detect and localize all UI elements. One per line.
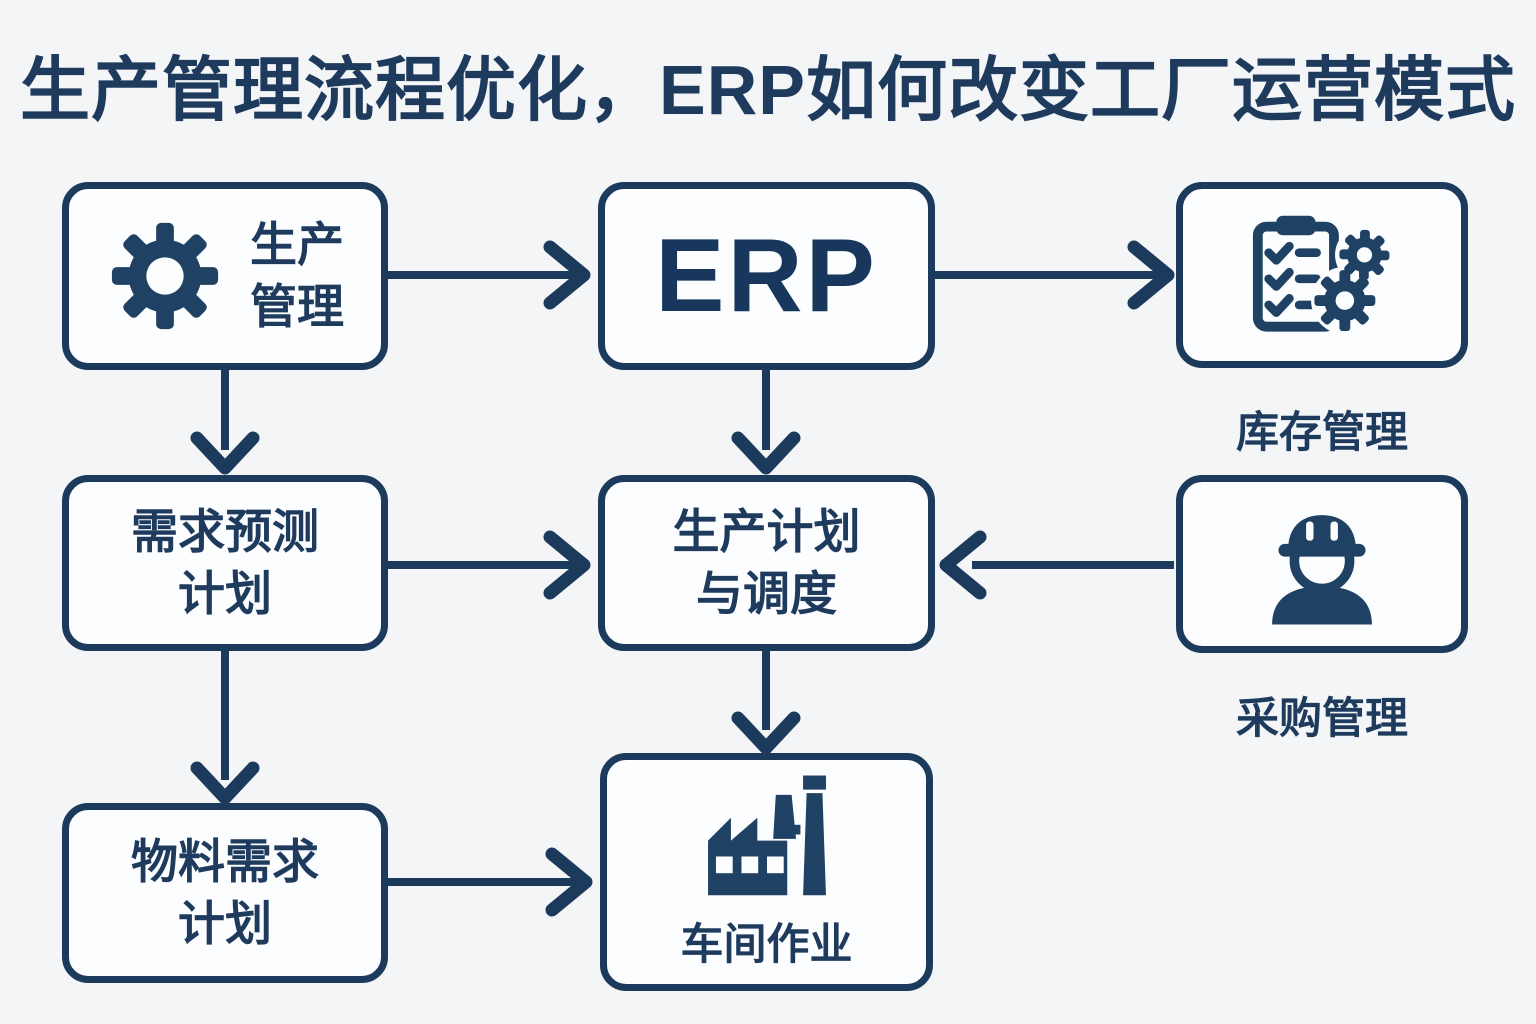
node-label-line1: 需求预测 (131, 504, 319, 558)
node-material-requirements: 物料需求 计划 (62, 803, 388, 983)
inventory-caption: 库存管理 (1236, 409, 1408, 457)
arrow-forecast-to-planning-icon (386, 530, 591, 600)
node-label-line1: 生产计划 (672, 504, 861, 558)
gear-icon (111, 222, 219, 330)
node-procurement-management (1176, 475, 1468, 653)
factory-icon (707, 775, 826, 896)
node-label-line2: 管理 (250, 280, 344, 333)
node-inventory-management (1176, 182, 1468, 368)
clipboard-checklist-gears-icon (1252, 215, 1394, 335)
arrow-production-to-forecast-icon (190, 368, 260, 475)
page-title: 生产管理流程优化，ERP如何改变工厂运营模式 (20, 51, 1516, 129)
node-label: 生产 管理 (250, 214, 344, 338)
node-label-line2: 与调度 (696, 567, 837, 620)
arrow-erp-to-planning-icon (731, 368, 801, 475)
arrow-material-to-shopfloor-icon (386, 847, 593, 917)
node-label: 生产计划 与调度 (673, 501, 861, 625)
shopfloor-label: 车间作业 (680, 921, 853, 969)
node-demand-forecast: 需求预测 计划 (62, 475, 388, 651)
arrow-erp-to-inventory-icon (933, 240, 1175, 310)
arrow-procurement-to-planning-icon (939, 530, 1174, 600)
node-production-planning: 生产计划 与调度 (598, 475, 935, 651)
procurement-caption: 采购管理 (1236, 695, 1408, 743)
arrow-planning-to-shopfloor-icon (731, 650, 801, 755)
erp-label: ERP (655, 217, 878, 334)
node-erp: ERP (598, 182, 935, 370)
node-label-line2: 计划 (178, 897, 272, 950)
node-label-line2: 计划 (178, 567, 272, 620)
arrow-production-to-erp-icon (386, 240, 591, 310)
node-production-management: 生产 管理 (62, 182, 388, 370)
node-label-line1: 物料需求 (131, 834, 319, 888)
node-label: 需求预测 计划 (131, 501, 319, 625)
node-shopfloor-operations: 车间作业 (600, 753, 933, 991)
arrow-forecast-to-material-icon (190, 650, 260, 805)
worker-hardhat-icon (1272, 515, 1372, 625)
node-label-line1: 生产 (250, 217, 344, 271)
node-label: 物料需求 计划 (131, 831, 319, 955)
